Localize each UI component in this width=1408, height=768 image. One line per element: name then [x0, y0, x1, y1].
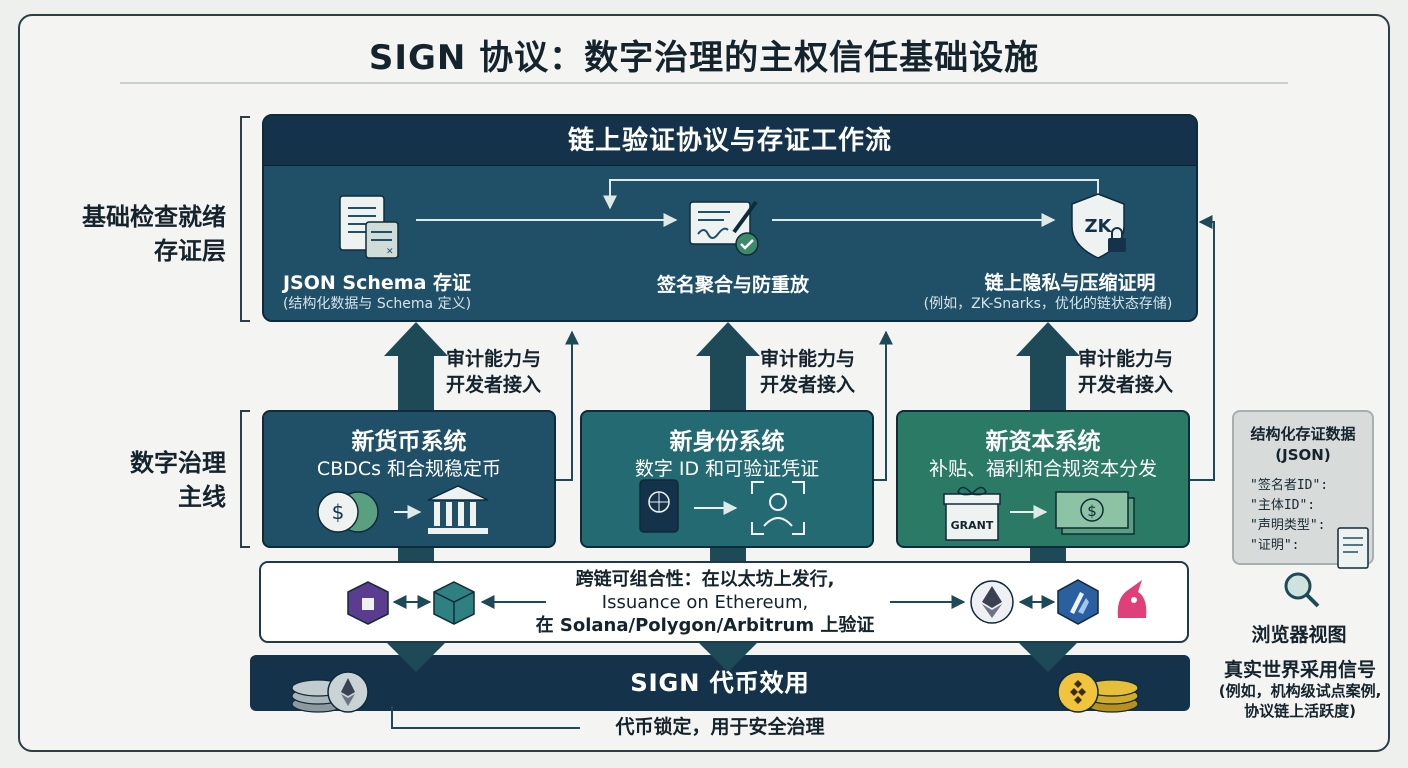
- json-field-claim-type: "声明类型":: [1250, 518, 1326, 533]
- page-title: SIGN 协议：数字治理的主权信任基础设施: [368, 38, 1040, 78]
- attestation-layer-label-line1: 基础检查就绪: [82, 203, 226, 231]
- attestation-layer-brace: [240, 116, 250, 322]
- capital-system-box: 新资本系统 补贴、福利和合规资本分发: [896, 410, 1190, 548]
- json-card-title-line1: 结构化存证数据: [1250, 425, 1356, 443]
- governance-mainline-label-line1: 数字治理: [130, 449, 226, 477]
- cross-chain-text-overlay: 跨链可组合性：在以太坊上发行, Issuance on Ethereum, 在 …: [520, 568, 890, 637]
- currency-system-box: 新货币系统 CBDCs 和合规稳定币: [262, 410, 556, 548]
- adoption-title: 真实世界采用信号: [1223, 659, 1376, 681]
- cross-chain-box-fill: [259, 561, 1189, 643]
- audit-label-2: 审计能力与 开发者接入: [760, 346, 855, 398]
- audit-label-1-line1: 审计能力与: [446, 348, 542, 370]
- bank-icon: [427, 485, 489, 534]
- cube-icon: [433, 581, 475, 625]
- workflow-header: 链上验证协议与存证工作流: [264, 116, 1196, 166]
- json-field-signer: "签名者ID":: [1250, 478, 1329, 493]
- svg-text:✕: ✕: [386, 247, 394, 257]
- cash-icon: $: [1055, 491, 1135, 535]
- identity-system-box: 新身份系统 数字 ID 和可验证凭证: [580, 410, 874, 548]
- adoption-line2: 协议链上活跃度): [1244, 702, 1356, 720]
- workflow-flow-arrows: [416, 179, 1099, 227]
- token-lock-label-overlay: 代币锁定，用于安全治理: [580, 712, 860, 742]
- magnifier-icon: [1284, 572, 1320, 608]
- governance-mainline-label-line2: 主线: [178, 483, 226, 511]
- coins-icon: $: [317, 491, 379, 533]
- ethereum-icon: [970, 580, 1014, 624]
- json-field-proof: "证明":: [1250, 538, 1300, 553]
- audit-label-1: 审计能力与 开发者接入: [446, 346, 541, 398]
- token-utility-bar-overlay: SIGN 代币效用: [380, 655, 1060, 711]
- attestation-layer-label-line2: 存证层: [154, 237, 226, 265]
- signature-check-icon: [689, 200, 759, 256]
- zk-shield-lock-icon: ZK: [1071, 193, 1126, 259]
- passport-icon: [639, 479, 679, 533]
- step-zk-title: 链上隐私与压缩证明: [984, 272, 1156, 294]
- svg-text:$: $: [1087, 502, 1097, 520]
- polygon-cube-icon: [347, 581, 389, 625]
- up-arrow-currency: [384, 322, 448, 410]
- audit-label-2-line2: 开发者接入: [760, 374, 856, 396]
- cross-chain-line3-overlay: 在 Solana/Polygon/Arbitrum 上验证: [535, 615, 875, 636]
- up-arrow-identity: [696, 322, 760, 410]
- audit-label-2-line1: 审计能力与: [760, 348, 856, 370]
- step-json-schema-title: JSON Schema 存证: [282, 272, 471, 294]
- feedback-arrows: [556, 215, 1215, 481]
- audit-label-3-line1: 审计能力与: [1078, 348, 1174, 370]
- svg-text:$: $: [332, 500, 345, 524]
- json-card-title-line2: (JSON): [1275, 446, 1331, 464]
- title-divider: [120, 82, 1288, 84]
- grant-text: GRANT: [951, 519, 994, 532]
- arbitrum-icon: [1057, 579, 1099, 625]
- grant-gift-icon: GRANT: [943, 486, 1001, 541]
- capital-system-subtitle: 补贴、福利和合规资本分发: [928, 458, 1157, 480]
- face-scan-icon: [751, 481, 805, 535]
- step-zk-subtitle: (例如，ZK-Snarks，优化的链状态存储): [923, 296, 1173, 312]
- cross-chain-line2-overlay: Issuance on Ethereum,: [601, 592, 809, 613]
- audit-label-3: 审计能力与 开发者接入: [1078, 346, 1173, 398]
- attestation-layer-label: 基础检查就绪 存证层: [40, 200, 226, 268]
- adoption-line1: (例如，机构级试点案例,: [1218, 682, 1382, 700]
- token-utility-label: SIGN 代币效用: [630, 669, 810, 697]
- governance-mainline-brace: [240, 410, 250, 548]
- audit-label-3-line2: 开发者接入: [1078, 374, 1174, 396]
- governance-mainline-label: 数字治理 主线: [40, 446, 226, 514]
- document-schema-icon: ✕: [339, 195, 399, 259]
- step-json-schema-subtitle: (结构化数据与 Schema 定义): [282, 296, 472, 312]
- json-card-title: 结构化存证数据 (JSON): [1234, 424, 1372, 466]
- ethereum-coin-stack-icon: [291, 671, 369, 713]
- json-field-subject: "主体ID":: [1250, 498, 1316, 513]
- zk-badge-text: ZK: [1085, 216, 1113, 237]
- browser-view-label: 浏览器视图: [1251, 624, 1347, 646]
- bnb-coin-stack-icon: [1057, 671, 1139, 713]
- unicorn-icon: [1117, 580, 1147, 618]
- audit-label-1-line2: 开发者接入: [446, 374, 542, 396]
- step-signature-title: 签名聚合与防重放: [656, 274, 809, 296]
- cross-chain-line1-overlay: 跨链可组合性：在以太坊上发行,: [575, 569, 835, 590]
- currency-system-subtitle: CBDCs 和合规稳定币: [316, 458, 502, 480]
- upward-arrows: [384, 322, 1080, 410]
- up-arrow-capital: [1016, 322, 1080, 410]
- token-utility-bar: SIGN 代币效用: [250, 655, 1190, 711]
- identity-system-title: 新身份系统: [669, 429, 785, 455]
- capital-system-title: 新资本系统: [985, 429, 1101, 455]
- currency-system-title: 新货币系统: [351, 429, 467, 455]
- identity-system-subtitle: 数字 ID 和可验证凭证: [634, 458, 820, 480]
- json-document-icon: [1337, 527, 1369, 569]
